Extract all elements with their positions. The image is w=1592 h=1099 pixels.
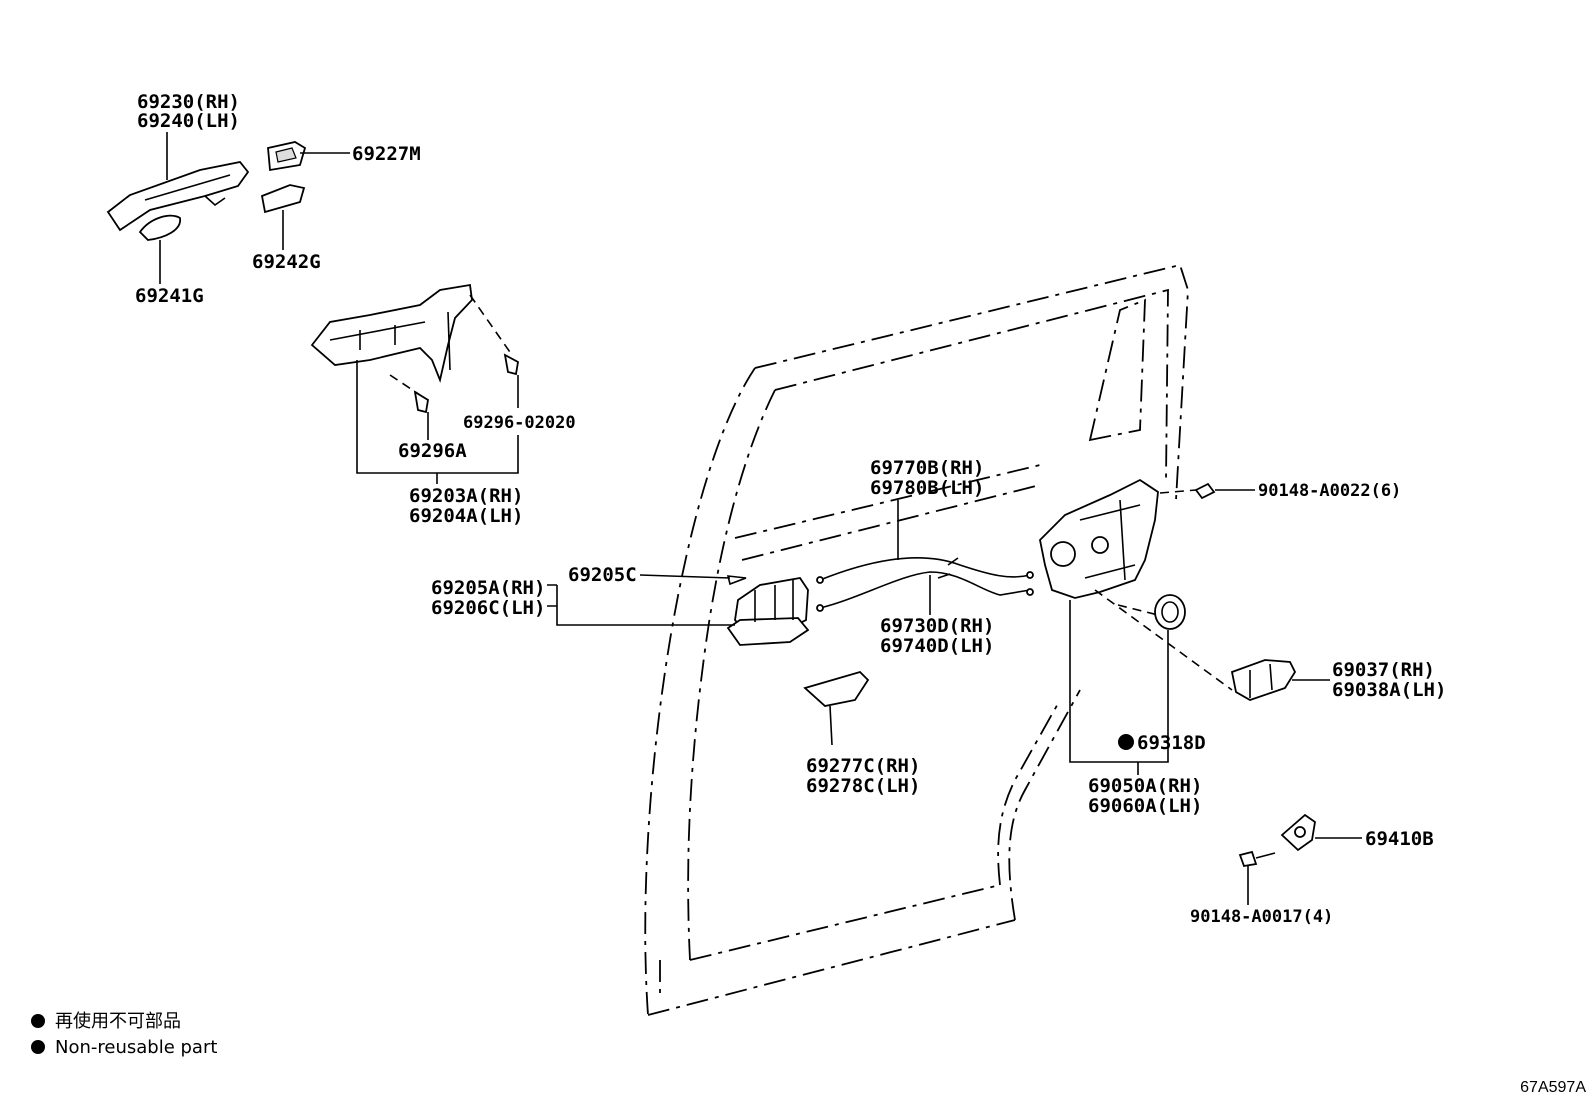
leader-lines	[159, 132, 1362, 905]
bolt-part	[1194, 482, 1216, 500]
label-striker: 69410B	[1365, 828, 1434, 850]
cables	[816, 557, 1034, 612]
legend-line-en: Non-reusable part	[55, 1037, 217, 1058]
legend-dot-1	[31, 1014, 45, 1028]
label-inner-handle-lh: 69206C(LH)	[431, 597, 545, 619]
label-inner-handle-rh: 69205A(RH)	[431, 577, 545, 599]
frame-bracket-part	[310, 283, 473, 384]
pad-part	[260, 184, 306, 214]
label-cable-upper-lh: 69780B(LH)	[870, 477, 984, 499]
diagram-code: 67A597A	[1520, 1079, 1586, 1096]
label-inner-cover-lh: 69038A(LH)	[1332, 679, 1446, 701]
label-frame-lh: 69204A(LH)	[409, 505, 523, 527]
label-inner-cover-rh: 69037(RH)	[1332, 659, 1435, 681]
striker-part	[1280, 813, 1316, 852]
label-screw-1: 69296-02020	[463, 413, 576, 433]
non-reusable-marker	[1118, 734, 1134, 750]
label-cable-lower-lh: 69740D(LH)	[880, 635, 994, 657]
label-cover-m: 69227M	[352, 143, 421, 165]
label-striker-screw: 90148-A0017(4)	[1190, 907, 1333, 927]
inner-handle-part	[726, 577, 810, 646]
label-outer-handle-lh: 69240(LH)	[137, 110, 240, 132]
label-pad-g2: 69241G	[135, 285, 204, 307]
label-cable-upper-rh: 69770B(RH)	[870, 457, 984, 479]
cover-part	[267, 141, 307, 172]
outer-handle-part	[106, 161, 250, 241]
label-frame-rh: 69203A(RH)	[409, 485, 523, 507]
door-outline	[644, 263, 1189, 1016]
bezel-part	[803, 670, 870, 746]
label-seal: 69318D	[1137, 732, 1206, 754]
part-labels: 69230(RH) 69240(LH) 69227M 69242G 69241G…	[135, 91, 1446, 927]
label-inner-handle-c: 69205C	[568, 564, 637, 586]
label-bezel-lh: 69278C(LH)	[806, 775, 920, 797]
door-lock-part	[1039, 478, 1159, 599]
legend: 再使用不可部品 Non-reusable part	[31, 1011, 217, 1058]
inner-cover-part	[1230, 659, 1297, 701]
label-lock-rh: 69050A(RH)	[1088, 775, 1202, 797]
label-bolt: 90148-A0022(6)	[1258, 481, 1401, 501]
seal-part	[1154, 594, 1186, 630]
legend-line-jp: 再使用不可部品	[55, 1011, 181, 1032]
label-outer-handle-rh: 69230(RH)	[137, 91, 240, 113]
label-lock-lh: 69060A(LH)	[1088, 795, 1202, 817]
label-pad-g: 69242G	[252, 251, 321, 273]
screw-part	[413, 353, 519, 414]
legend-dot-2	[31, 1040, 45, 1054]
label-bezel-rh: 69277C(RH)	[806, 755, 920, 777]
label-screw-a: 69296A	[398, 440, 467, 462]
label-cable-lower-rh: 69730D(RH)	[880, 615, 994, 637]
striker-screw-part	[1238, 850, 1276, 868]
